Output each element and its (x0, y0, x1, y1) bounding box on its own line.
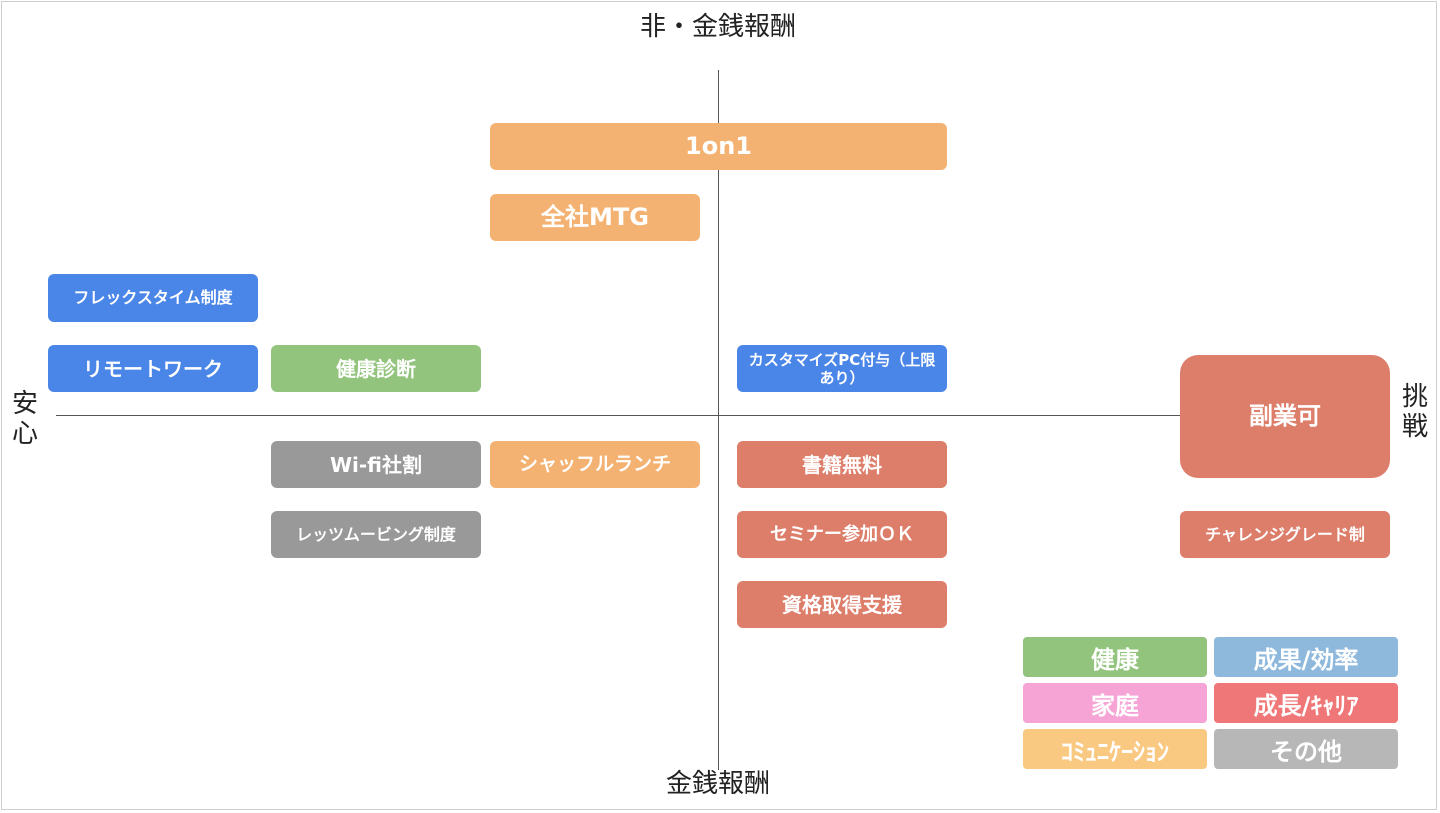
axis-label-top: 非・金銭報酬 (639, 12, 796, 42)
horizontal-axis (56, 415, 1388, 416)
legend-other: その他 (1214, 729, 1398, 769)
item-wifi-discount: Wi-fi社割 (271, 441, 481, 488)
vertical-axis (718, 70, 719, 770)
item-all-hands-mtg: 全社MTG (490, 194, 700, 241)
item-1on1: 1on1 (490, 123, 947, 170)
item-remote-work: リモートワーク (48, 345, 258, 392)
item-side-job: 副業可 (1180, 355, 1390, 478)
legend-health: 健康 (1023, 637, 1207, 677)
axis-label-right: 挑戦 (1401, 382, 1428, 442)
item-challenge-grade: チャレンジグレード制 (1180, 511, 1390, 558)
item-certification-support: 資格取得支援 (737, 581, 947, 628)
legend-growth: 成長/ｷｬﾘｱ (1214, 683, 1398, 723)
item-flex-time: フレックスタイム制度 (48, 274, 258, 322)
item-seminar-ok: セミナー参加ＯＫ (737, 511, 947, 558)
legend-communication: ｺﾐｭﾆｹｰｼｮﾝ (1023, 729, 1207, 769)
legend-result: 成果/効率 (1214, 637, 1398, 677)
item-lets-moving: レッツムービング制度 (271, 511, 481, 558)
axis-label-bottom: 金銭報酬 (665, 769, 770, 799)
item-custom-pc: カスタマイズPC付与（上限あり） (737, 345, 947, 392)
item-shuffle-lunch: シャッフルランチ (490, 441, 700, 488)
item-health-checkup: 健康診断 (271, 345, 481, 392)
item-free-books: 書籍無料 (737, 441, 947, 488)
legend-family: 家庭 (1023, 683, 1207, 723)
axis-label-left: 安心 (11, 389, 38, 449)
